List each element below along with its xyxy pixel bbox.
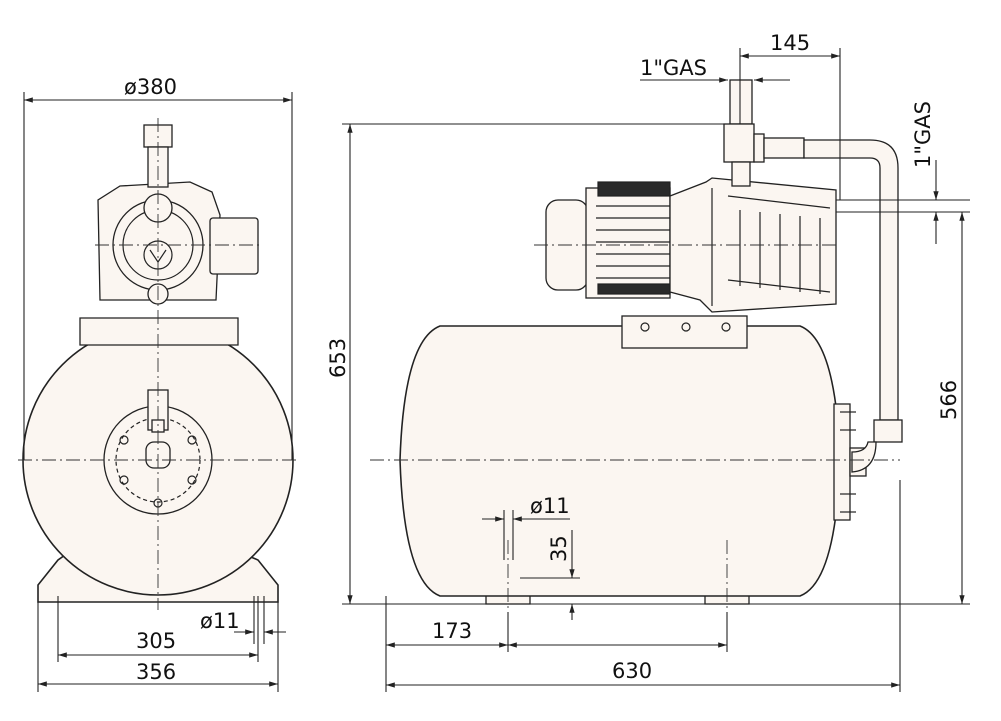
front-dimensions: ø380 305 356 ø11 [23,75,293,692]
dim-height-653: 653 [326,338,350,378]
dim-hole-11-side: ø11 [530,494,570,518]
dim-gas-outlet: 1"GAS [640,56,707,80]
dim-width-356: 356 [136,660,176,684]
dim-foot-35: 35 [547,535,571,562]
dim-gas-inlet: 1"GAS [911,101,935,168]
front-view [18,118,300,610]
dim-hole-11-front: ø11 [200,609,240,633]
dim-diameter-380: ø380 [124,75,177,99]
dim-width-145: 145 [770,31,810,55]
dim-height-566: 566 [937,380,961,420]
side-dimensions: 653 145 1"GAS 1"GAS 566 ø11 35 [326,31,970,692]
dim-length-630: 630 [612,659,652,683]
side-view [370,79,903,612]
dim-offset-173: 173 [432,619,472,643]
dim-width-305: 305 [136,629,176,653]
